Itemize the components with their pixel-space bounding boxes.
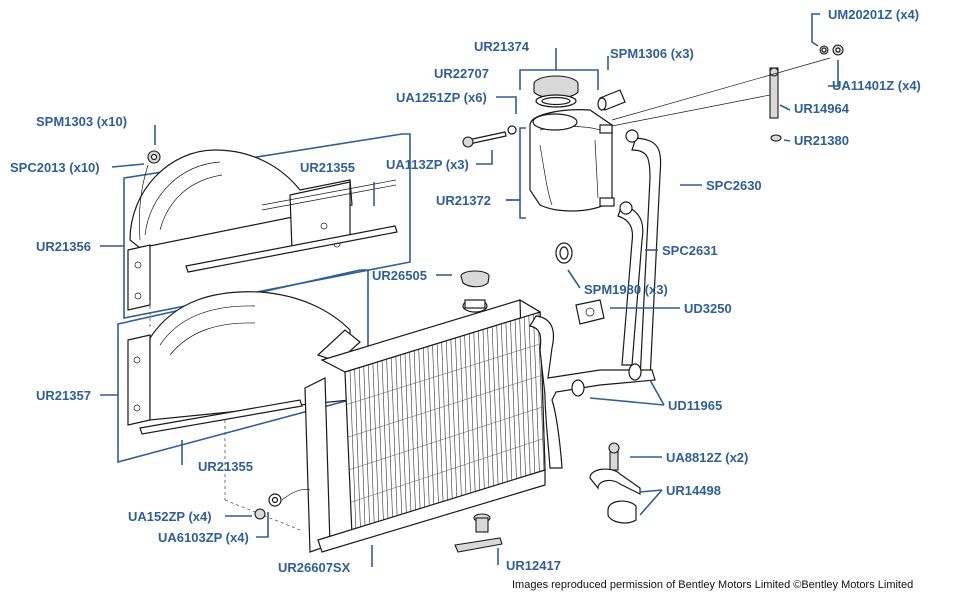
radiator-fin — [423, 348, 430, 509]
radiator-tube-row — [350, 438, 545, 503]
label-ur26505: UR26505 — [372, 268, 427, 283]
radiator-fin — [418, 349, 426, 511]
radiator-fin — [519, 318, 526, 478]
label-ur21355-top: UR21355 — [300, 160, 355, 175]
radiator-tube-row — [349, 406, 544, 471]
image-credit: Images reproduced permission of Bentley … — [512, 579, 913, 591]
radiator-fin — [487, 328, 494, 488]
radiator-fin — [390, 358, 398, 520]
label-ua1251zp: UA1251ZP (x6) — [396, 90, 487, 105]
label-spc2630: SPC2630 — [706, 178, 762, 193]
hose-ud11965 — [529, 315, 656, 469]
drain-tap-ur12417 — [454, 513, 503, 553]
label-ur21357: UR21357 — [36, 388, 91, 403]
label-ua152zp: UA152ZP (x4) — [128, 509, 212, 524]
radiator-fin — [455, 338, 462, 499]
group-brackets — [117, 69, 599, 464]
label-ur26607sx: UR26607SX — [278, 560, 351, 575]
label-ur14964: UR14964 — [794, 101, 850, 116]
radiator-fin — [533, 314, 540, 473]
radiator-fin — [441, 342, 449, 503]
label-ur21380: UR21380 — [794, 133, 849, 148]
fixings-ua152zp — [254, 489, 311, 520]
label-ua8812z: UA8812Z (x2) — [666, 450, 748, 465]
radiator-fin — [386, 359, 393, 521]
radiator-fin — [432, 345, 439, 506]
radiator-fin — [468, 334, 476, 494]
radiator-fin — [409, 352, 416, 514]
radiator-fin — [368, 365, 375, 527]
radiator-fin — [395, 356, 403, 518]
radiator-fin — [363, 366, 371, 529]
label-ur12417: UR12417 — [506, 558, 561, 573]
label-ur21374: UR21374 — [474, 39, 530, 54]
label-ur14498: UR14498 — [666, 483, 721, 498]
label-ur21355-bottom: UR21355 — [198, 459, 253, 474]
radiator-fin — [528, 315, 536, 475]
bolt-ua113zp — [462, 125, 517, 148]
radiator-fin — [372, 363, 380, 526]
radiator-fin — [381, 361, 389, 523]
radiator-fin — [413, 351, 421, 512]
label-ud11965: UD11965 — [668, 398, 722, 413]
hose-clips — [555, 129, 642, 397]
radiator-fin — [377, 362, 384, 524]
label-ur21356: UR21356 — [36, 239, 91, 254]
fixings-spc2013 — [138, 150, 161, 241]
label-ud3250: UD3250 — [684, 301, 732, 316]
radiator-fin — [537, 312, 545, 472]
label-ur22707: UR22707 — [434, 66, 489, 81]
label-ua6103zp: UA6103ZP (x4) — [158, 530, 249, 545]
radiator-fin — [473, 332, 481, 493]
label-spc2631: SPC2631 — [662, 243, 718, 258]
radiator-fin — [491, 327, 499, 487]
hose-spc2631 — [617, 204, 644, 366]
small-hose-spm1306 — [597, 89, 626, 111]
radiator-fin — [427, 346, 435, 508]
radiator-fin — [400, 355, 407, 517]
radiator-fin — [523, 317, 531, 476]
label-spm1303: SPM1303 (x10) — [36, 114, 127, 129]
radiator-fin — [478, 331, 485, 491]
header-tank-cap — [533, 75, 579, 108]
radiator-fin — [501, 324, 508, 484]
radiator-fin — [450, 339, 458, 500]
lower-fan-cowl — [127, 291, 351, 531]
radiator-fin — [436, 344, 444, 505]
radiator-tube-row — [347, 374, 543, 438]
radiator-fin — [510, 321, 517, 481]
radiator-fin — [482, 329, 490, 490]
label-ur21372: UR21372 — [436, 193, 491, 208]
radiator-fin — [459, 337, 467, 497]
radiator-fin — [445, 341, 453, 502]
header-tank — [529, 109, 615, 212]
radiator-fin — [514, 320, 522, 479]
upper-fan-cowl — [127, 149, 398, 330]
radiator-fin — [349, 370, 357, 534]
label-ua11401z: UA11401Z (x4) — [832, 78, 921, 93]
label-spm1980: SPM1980 (x3) — [584, 282, 668, 297]
label-um20201z: UM20201Z (x4) — [828, 7, 919, 22]
radiator-cap-ur26505 — [460, 270, 490, 288]
radiator-core — [304, 298, 546, 553]
label-ua113zp: UA113ZP (x3) — [386, 157, 469, 172]
clamps-ur14498 — [589, 442, 641, 524]
leader-lines — [100, 13, 839, 567]
radiator-fin — [354, 369, 361, 532]
radiator-fin — [404, 354, 412, 515]
bracket-ud3250 — [575, 299, 605, 325]
radiator-tube-row — [346, 343, 542, 405]
level-tube-ur14964 — [611, 44, 844, 142]
part-labels: UM20201Z (x4) UR21374 SPM1306 (x3) UR227… — [10, 7, 921, 591]
radiator-fin — [496, 325, 504, 485]
radiator-fin — [464, 335, 471, 496]
label-spm1306: SPM1306 (x3) — [610, 46, 694, 61]
radiator-fin — [358, 368, 366, 530]
label-spc2013: SPC2013 (x10) — [10, 160, 100, 175]
radiator-fin — [505, 322, 513, 482]
